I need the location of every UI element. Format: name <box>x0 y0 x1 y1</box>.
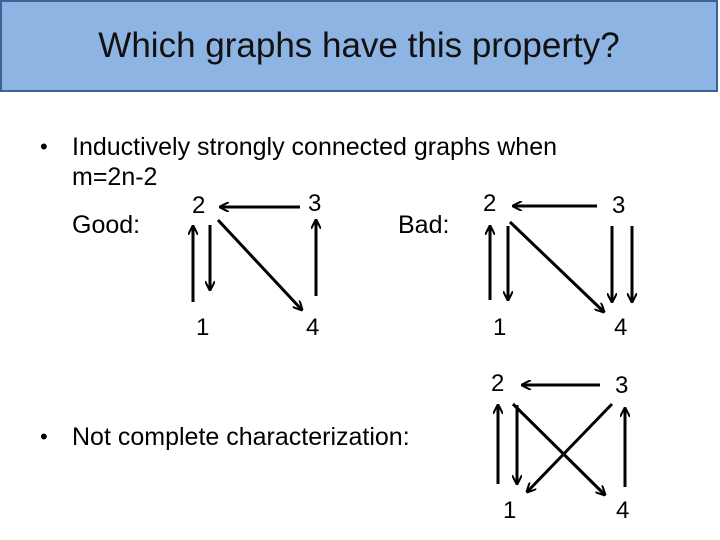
bad-node-2: 2 <box>483 190 496 217</box>
good-label: Good: <box>72 211 141 239</box>
good-node-4: 4 <box>306 314 319 341</box>
bullet-1-line-1: Inductively strongly connected graphs wh… <box>72 133 558 161</box>
bad-edge-2-4 <box>508 220 604 312</box>
good-node-1: 1 <box>196 314 209 341</box>
extra-edge-2-4 <box>511 402 605 495</box>
svg-text:1: 1 <box>196 314 209 341</box>
bad-label: Bad: <box>398 211 450 239</box>
extra-edge-3-1 <box>527 402 614 492</box>
extra-node-4: 4 <box>616 497 629 524</box>
good-graph: 2 3 1 4 <box>192 190 321 341</box>
svg-text:1: 1 <box>503 497 516 524</box>
extra-graph: 2 3 1 4 <box>491 370 629 524</box>
svg-text:3: 3 <box>612 192 625 219</box>
extra-node-2: 2 <box>491 370 504 397</box>
bad-graph: 2 3 1 4 <box>483 190 632 341</box>
good-node-2: 2 <box>192 192 205 219</box>
svg-text:2: 2 <box>491 370 504 397</box>
svg-text:1: 1 <box>493 314 506 341</box>
bad-node-4: 4 <box>614 314 627 341</box>
good-node-3: 3 <box>308 190 321 217</box>
extra-node-3: 3 <box>615 372 628 399</box>
bullet-2-text: Not complete characterization: <box>72 423 410 451</box>
extra-node-1: 1 <box>503 497 516 524</box>
slide-title: Which graphs have this property? <box>98 26 620 65</box>
svg-text:4: 4 <box>306 314 319 341</box>
svg-text:2: 2 <box>483 190 496 217</box>
svg-text:4: 4 <box>614 314 627 341</box>
good-edge-2-4 <box>216 218 302 310</box>
bad-node-1: 1 <box>493 314 506 341</box>
svg-text:3: 3 <box>615 372 628 399</box>
bullet-1-line-2: m=2n-2 <box>72 163 158 191</box>
bullet-marker-1: • <box>40 134 48 159</box>
svg-text:2: 2 <box>192 192 205 219</box>
bad-node-3: 3 <box>612 192 625 219</box>
bullet-marker-2: • <box>40 424 48 449</box>
title-banner: Which graphs have this property? <box>0 0 718 92</box>
svg-text:3: 3 <box>308 190 321 217</box>
svg-text:4: 4 <box>616 497 629 524</box>
